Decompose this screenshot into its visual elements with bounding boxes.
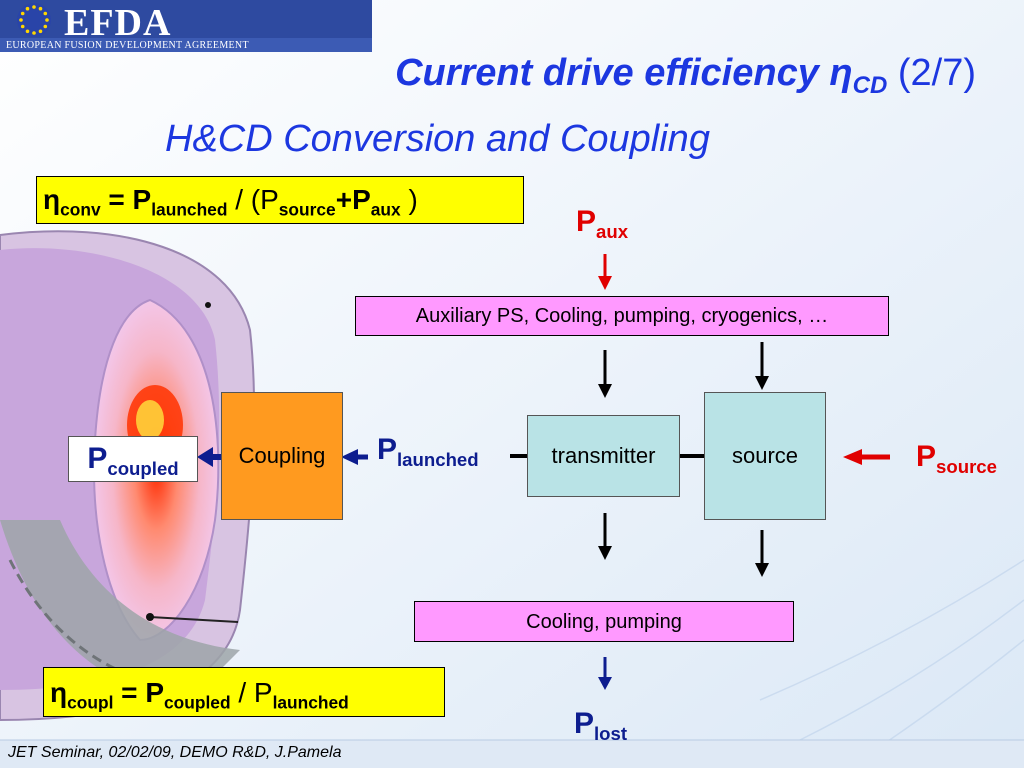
formula-subscript: coupl (67, 692, 114, 713)
eta-symbol: η (43, 184, 61, 215)
auxiliary-systems-box: Auxiliary PS, Cooling, pumping, cryogeni… (355, 296, 889, 336)
formula-coupling-efficiency: ηcoupl = Pcoupled / Plaunched (43, 667, 445, 717)
diagram-connectors (197, 254, 890, 690)
formula-subscript: source (278, 199, 336, 220)
title-main: Current drive efficiency η (395, 52, 853, 94)
footer-text: JET Seminar, 02/02/09, DEMO R&D, J.Pamel… (8, 744, 342, 761)
p-subscript: coupled (107, 458, 179, 479)
coupling-box: Coupling (221, 392, 343, 520)
formula-subscript: launched (151, 199, 228, 220)
p-subscript: launched (397, 449, 479, 470)
formula-part: = P (113, 677, 164, 708)
p-symbol: P (574, 707, 595, 740)
formula-subscript: conv (60, 199, 101, 220)
efda-logo-subtitle: EUROPEAN FUSION DEVELOPMENT AGREEMENT (6, 40, 249, 51)
formula-part: ) (400, 184, 418, 215)
p-lost-label: Plost (574, 707, 627, 745)
footer-bar (0, 740, 1024, 768)
p-subscript: lost (594, 723, 628, 744)
p-aux-label: Paux (576, 205, 628, 243)
p-symbol: P (576, 205, 597, 238)
p-subscript: aux (596, 221, 629, 242)
formula-subscript: aux (370, 199, 401, 220)
formula-part: = P (100, 184, 152, 215)
page-title: Current drive efficiency ηCD (2/7) (395, 52, 976, 100)
p-symbol: P (916, 440, 937, 473)
formula-part: +P (335, 184, 371, 215)
p-launched-label: Plaunched (377, 433, 479, 471)
source-box: source (704, 392, 826, 520)
p-subscript: source (936, 456, 997, 477)
page-subtitle: H&CD Conversion and Coupling (165, 118, 710, 160)
eu-stars-icon (17, 3, 51, 37)
efda-logo-text: EFDA (64, 2, 172, 44)
p-symbol: P (377, 433, 398, 466)
formula-subscript: coupled (164, 692, 231, 713)
p-coupled-label: Pcoupled (68, 436, 198, 482)
formula-part: / (P (227, 184, 279, 215)
formula-part: / P (230, 677, 273, 708)
title-slide-count: (2/7) (897, 52, 976, 94)
transmitter-box: transmitter (527, 415, 680, 497)
cooling-pumping-box: Cooling, pumping (414, 601, 794, 642)
formula-conversion-efficiency: ηconv = Plaunched / (Psource+Paux ) (36, 176, 524, 224)
p-source-label: Psource (916, 440, 997, 478)
formula-subscript: launched (272, 692, 349, 713)
p-symbol: P (87, 442, 108, 475)
eta-symbol: η (50, 677, 68, 708)
title-subscript: CD (852, 72, 888, 99)
